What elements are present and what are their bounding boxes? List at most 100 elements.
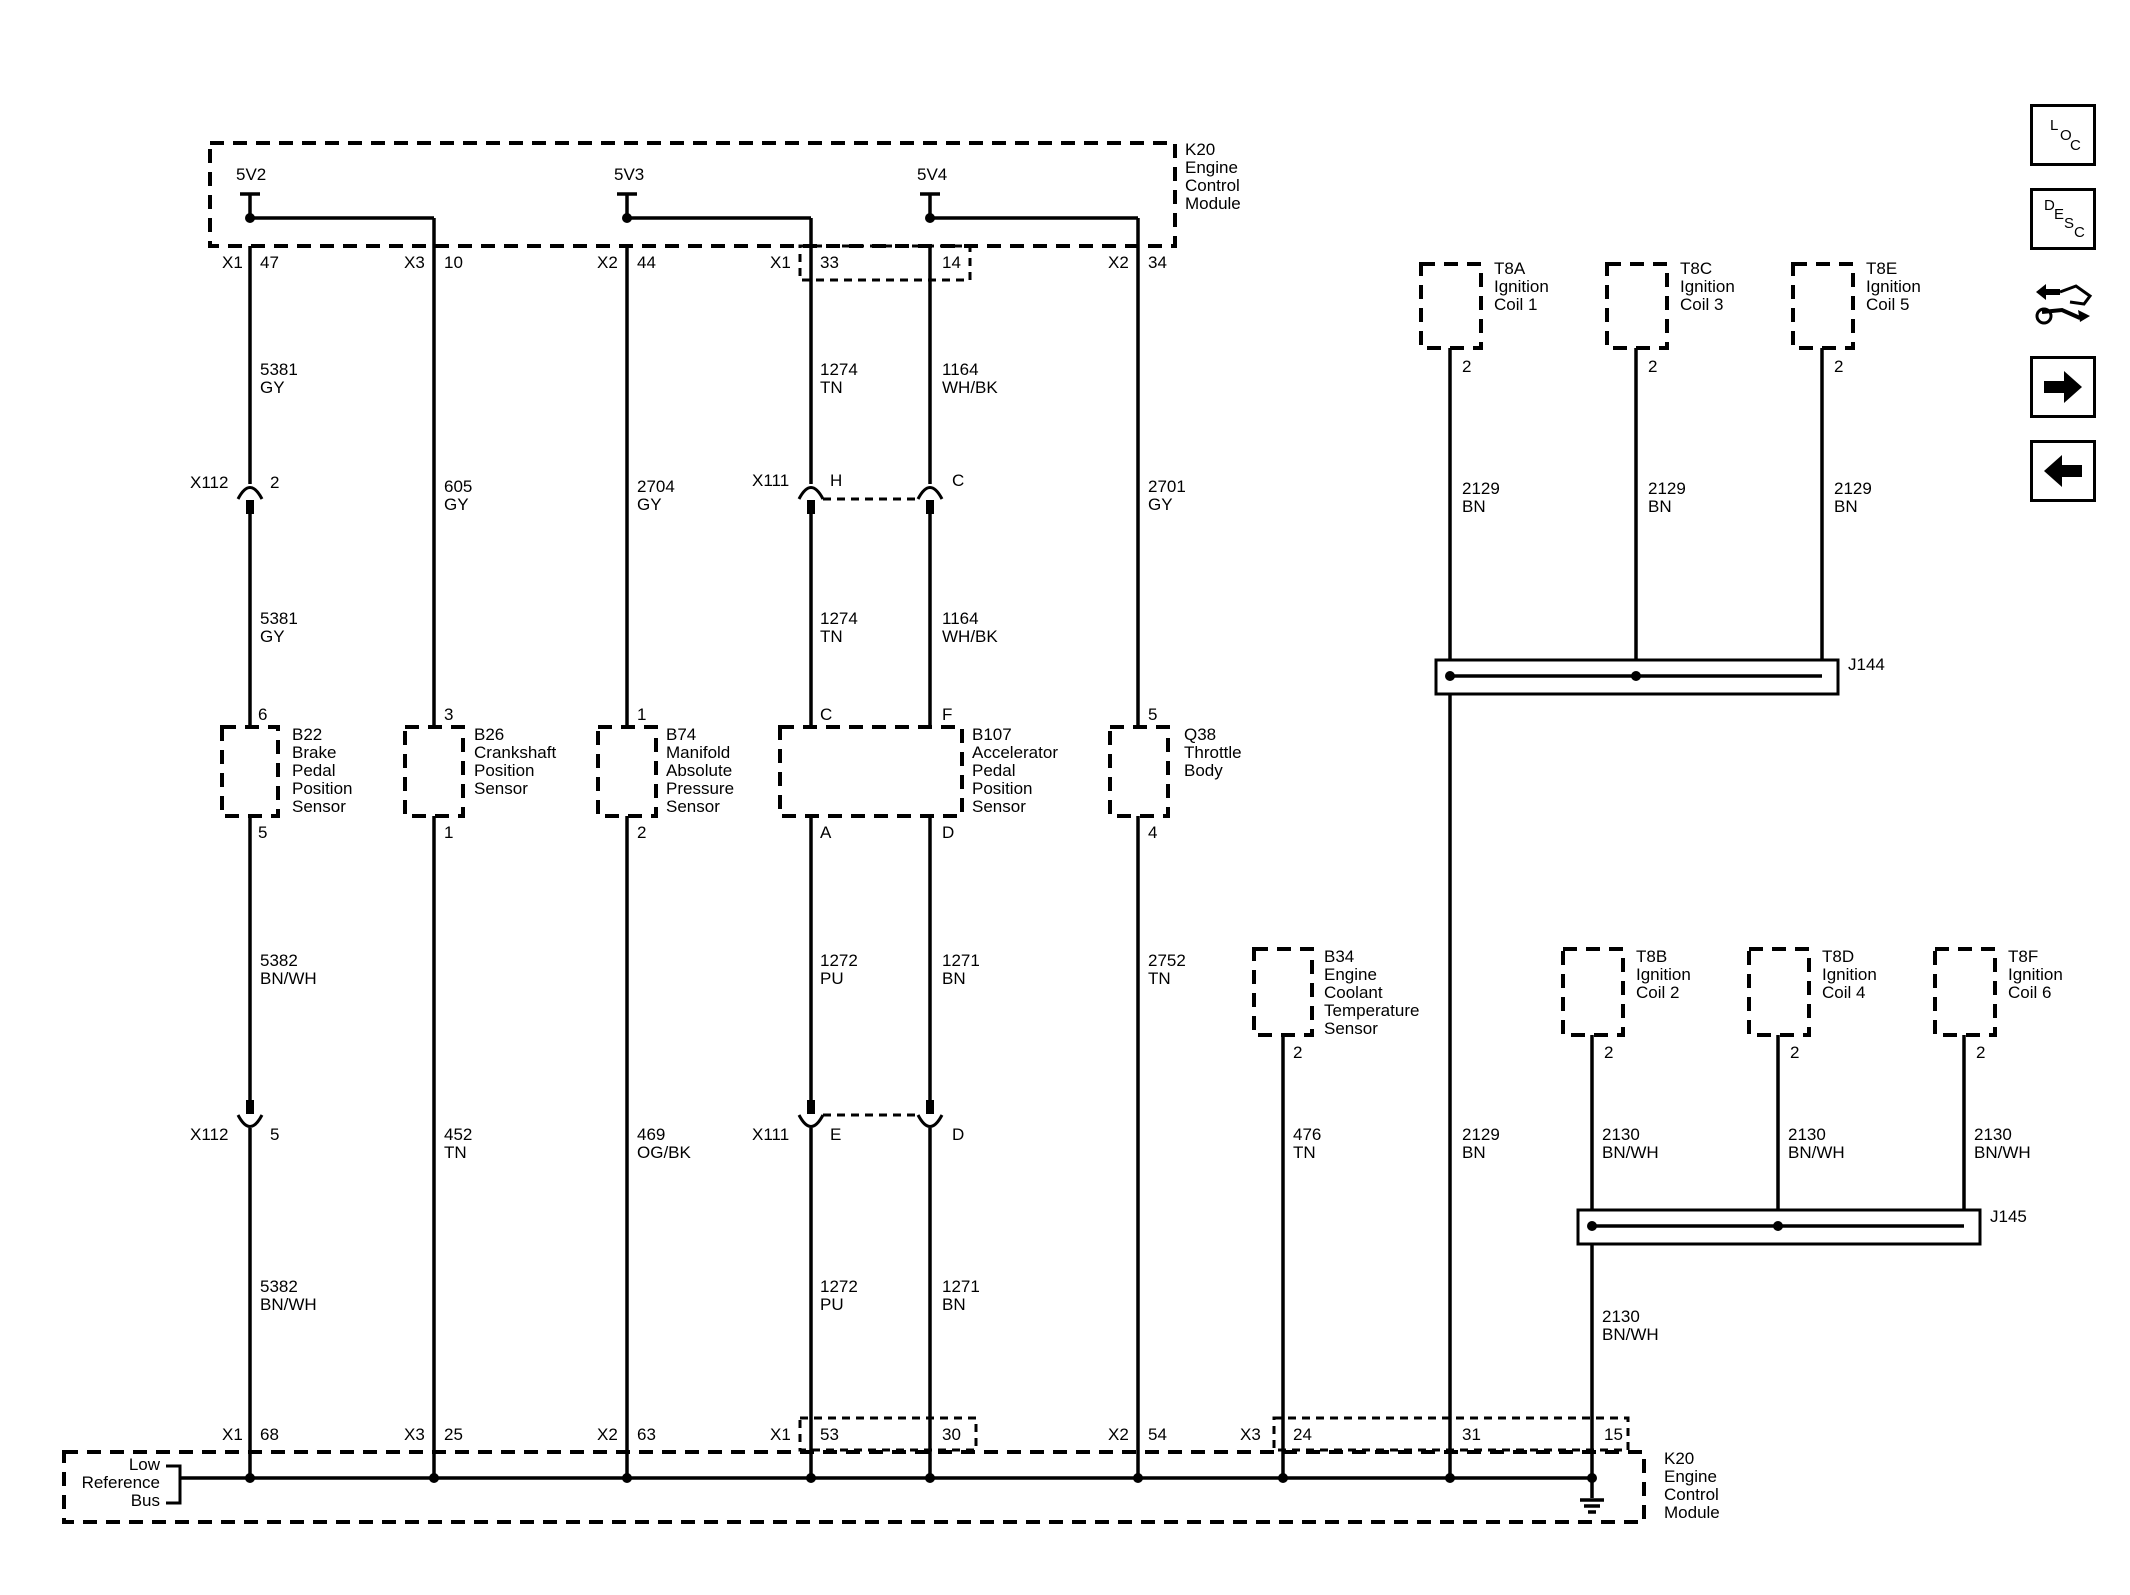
previous-page-button[interactable] (2030, 440, 2096, 502)
x111-top-id: X111 (752, 471, 789, 490)
supply-5v2: 5V2 (236, 165, 266, 184)
coil-t8b-box (1561, 947, 1625, 1037)
sensor-b107-line4: Sensor (972, 797, 1026, 816)
wire-2752-circuit: 2752 (1148, 951, 1186, 970)
coil-t8e-line2: Coil 5 (1866, 295, 1909, 314)
splice-j145-label: J145 (1990, 1207, 2027, 1226)
sensor-b107-line1: Accelerator (972, 743, 1058, 762)
coil-t8d-pin: 2 (1790, 1043, 1799, 1062)
ecm-top-line3: Module (1185, 194, 1241, 213)
sensor-b22-box (220, 725, 280, 818)
sensor-b34-line1: Engine (1324, 965, 1377, 984)
wire-1274b-circuit: 1274 (820, 609, 858, 628)
wire-5381b-color: GY (260, 627, 285, 646)
x111-top-pin-c: C (952, 471, 964, 490)
loc-button[interactable]: L O C (2030, 104, 2096, 166)
coil-t8c-id: T8C (1680, 259, 1712, 278)
x1-shared-connector-bottom (798, 1416, 978, 1452)
x112-top-id: X112 (190, 473, 228, 492)
coil-t8b-line2: Coil 2 (1636, 983, 1679, 1002)
ground-icon (1580, 1478, 1604, 1514)
x111-bottom-pin-d: D (952, 1125, 964, 1144)
q38-line2: Body (1184, 761, 1223, 780)
sensor-b107-line2: Pedal (972, 761, 1015, 780)
sensor-b22-pin-bottom: 5 (258, 823, 267, 842)
sensor-b26-line1: Crankshaft (474, 743, 556, 762)
coil-t8d-line1: Ignition (1822, 965, 1877, 984)
bottom-pin-2: 25 (444, 1425, 463, 1444)
desc-button[interactable]: D E S C (2030, 188, 2096, 250)
navigation-panel: L O C D E S C (2030, 104, 2102, 524)
wire-1274-color: TN (820, 378, 843, 397)
bottom-pin-3: 63 (637, 1425, 656, 1444)
wire-1164-circuit: 1164 (942, 360, 979, 379)
sensor-b34-line3: Temperature (1324, 1001, 1419, 1020)
x111-top-connector-h (797, 486, 825, 500)
coil-t8c-circuit: 2129 (1648, 479, 1686, 498)
bottom-pin-9: 15 (1604, 1425, 1623, 1444)
top-pin-conn-3: X2 (597, 253, 618, 272)
wire-452-color: TN (444, 1143, 467, 1162)
top-pin-1: 47 (260, 253, 279, 272)
wire-452-circuit: 452 (444, 1125, 472, 1144)
coil-t8a-circuit: 2129 (1462, 479, 1500, 498)
next-page-button[interactable] (2030, 356, 2096, 418)
low-ref-line1: Low (129, 1455, 161, 1474)
ecm-top-id: K20 (1185, 140, 1215, 159)
wire-1272-color: PU (820, 969, 844, 988)
sensor-b22-line3: Position (292, 779, 352, 798)
coil-t8e-box (1791, 262, 1855, 350)
coil-t8f-line1: Ignition (2008, 965, 2063, 984)
x111-top-connector-c (916, 486, 944, 500)
low-ref-bracket (166, 1464, 182, 1505)
bottom-pin-8: 31 (1462, 1425, 1481, 1444)
sensor-b74-id: B74 (666, 725, 696, 744)
q38-pin-bottom: 4 (1148, 823, 1157, 842)
q38-id: Q38 (1184, 725, 1216, 744)
coil-t8e-line1: Ignition (1866, 277, 1921, 296)
top-pin-conn-2: X3 (404, 253, 425, 272)
supply-5v3: 5V3 (614, 165, 644, 184)
wire-605-circuit: 605 (444, 477, 472, 496)
top-pin-conn-1: X1 (222, 253, 243, 272)
wire-2704-color: GY (637, 495, 662, 514)
arrow-right-icon (2044, 371, 2082, 403)
coil-t8e-circuit: 2129 (1834, 479, 1872, 498)
sensor-b107-pin-c: C (820, 705, 832, 724)
x112-top-pin: 2 (270, 473, 279, 492)
wire-1274b-color: TN (820, 627, 843, 646)
coil-t8b-color: BN/WH (1602, 1143, 1659, 1162)
wire-1271-color: BN (942, 969, 966, 988)
sensor-b74-line3: Pressure (666, 779, 734, 798)
coil-t8a-pin: 2 (1462, 357, 1471, 376)
coil-t8d-color: BN/WH (1788, 1143, 1845, 1162)
connector-repair-button[interactable] (2030, 272, 2096, 334)
x111-bottom-id: X111 (752, 1125, 789, 1144)
q38-line1: Throttle (1184, 743, 1242, 762)
sensor-b107-pin-f: F (942, 705, 952, 724)
bottom-pin-conn-1: X1 (222, 1425, 243, 1444)
wire-476-color: TN (1293, 1143, 1316, 1162)
low-ref-line2: Reference (82, 1473, 160, 1492)
wire-1271b-color: BN (942, 1295, 966, 1314)
wire-5381-color: GY (260, 378, 285, 397)
sensor-b26-box (403, 725, 465, 818)
coil-t8d-circuit: 2130 (1788, 1125, 1826, 1144)
top-pin-2: 10 (444, 253, 463, 272)
ecm-top-box (208, 141, 1177, 248)
wire-2130-trunk-color: BN/WH (1602, 1325, 1659, 1344)
x111-top-pin-h: H (830, 471, 842, 490)
wire-1271-circuit: 1271 (942, 951, 980, 970)
wire-2129-trunk-circuit: 2129 (1462, 1125, 1500, 1144)
coil-t8c-pin: 2 (1648, 357, 1657, 376)
bottom-pin-conn-6: X2 (1108, 1425, 1129, 1444)
bottom-pin-4: 53 (820, 1425, 839, 1444)
coil-t8f-color: BN/WH (1974, 1143, 2031, 1162)
coil-t8a-color: BN (1462, 497, 1486, 516)
wire-5382b-color: BN/WH (260, 1295, 317, 1314)
wire-5382-color: BN/WH (260, 969, 317, 988)
coil-t8f-box (1933, 947, 1997, 1037)
sensor-b107-id: B107 (972, 725, 1012, 744)
wire-1164b-color: WH/BK (942, 627, 998, 646)
wire-1272b-color: PU (820, 1295, 844, 1314)
